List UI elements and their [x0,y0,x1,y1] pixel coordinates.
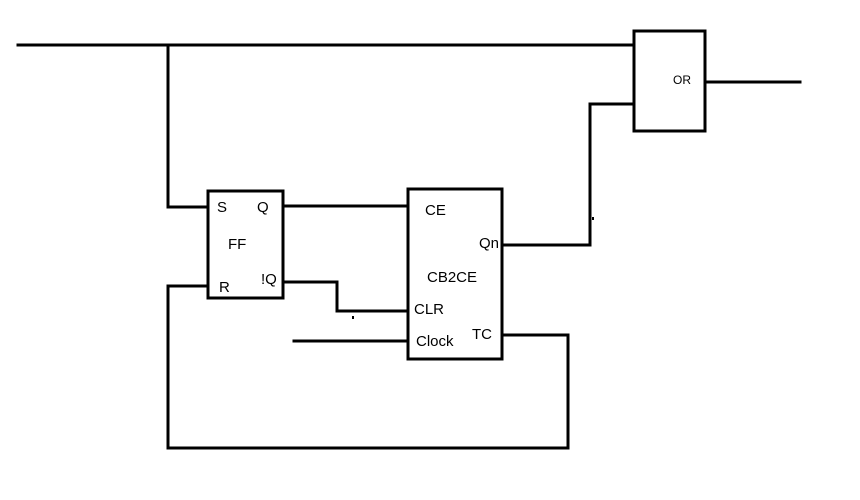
ff-pin-s: S [217,199,227,216]
counter-box [406,187,504,361]
counter-pin-tc: TC [472,326,492,343]
stray-dot [352,316,354,319]
ff-pin-qbar: !Q [261,271,277,288]
wire-to-ff-s [166,43,210,209]
wire-qbar-to-clr [281,280,410,313]
flipflop-block: S Q FF !Q R [206,189,285,300]
counter-block: CE Qn CB2CE CLR TC Clock [406,187,504,361]
or-gate-block: OR [632,29,707,133]
counter-label: CB2CE [427,269,477,286]
wires [16,43,802,450]
counter-pin-ce: CE [425,202,446,219]
counter-pin-clr: CLR [414,301,444,318]
ff-pin-r: R [219,279,230,296]
counter-pin-qn: Qn [479,235,499,252]
stray-dot [592,217,594,220]
or-gate-box [632,29,707,133]
flipflop-box [206,189,285,300]
wire-qn-to-or [500,102,636,247]
or-gate-label: OR [673,73,691,87]
ff-pin-q: Q [257,199,269,216]
ff-label: FF [228,236,246,253]
wire-tc-feedback-to-r [166,284,570,450]
counter-pin-clock: Clock [416,333,454,350]
